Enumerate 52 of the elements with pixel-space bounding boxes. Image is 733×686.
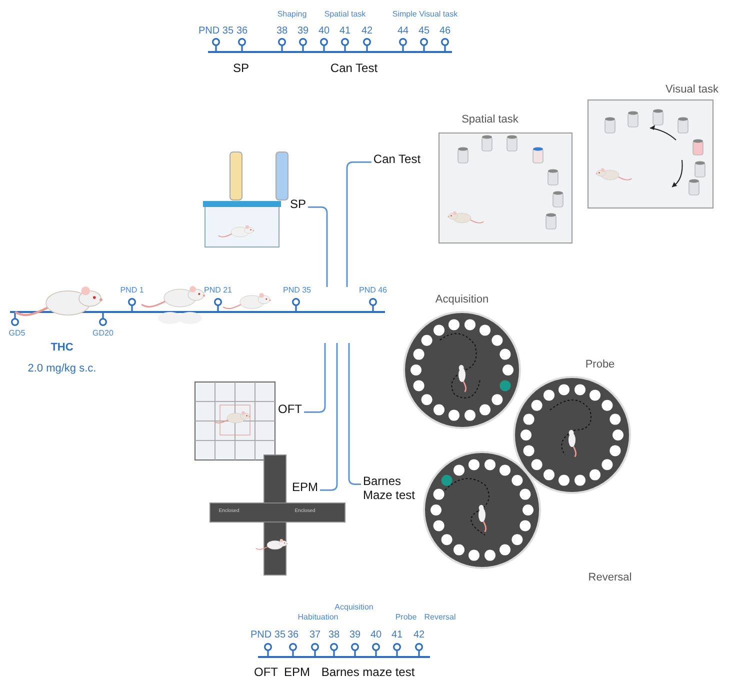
stage-label: Acquisition <box>334 602 374 612</box>
stage-label: Shaping <box>277 9 307 19</box>
timeline-tick-label: 44 <box>397 25 409 37</box>
stage-label: GD5 <box>8 328 26 338</box>
stage-label: PND 1 <box>120 285 144 295</box>
test-label: Can Test <box>373 153 421 167</box>
stage-label: Probe <box>395 612 417 622</box>
timeline-tick-label: 40 <box>318 25 330 37</box>
test-label: SP <box>290 198 306 212</box>
timeline-tick-label: 37 <box>309 629 321 641</box>
timeline-tick-label: 46 <box>439 25 451 37</box>
panel-title: Visual task <box>666 84 718 96</box>
timeline-tick-label: 45 <box>418 25 430 37</box>
timeline-tick-label: PND 35 <box>250 629 286 641</box>
timeline-tick-label: 40 <box>370 629 382 641</box>
timeline-tick-label: 42 <box>413 629 425 641</box>
panel-title: Reversal <box>588 572 632 584</box>
connector-line <box>346 161 372 287</box>
panel-title: Acquisition <box>435 294 489 306</box>
stage-label: PND 21 <box>204 285 232 295</box>
test-label: Barnes maze test <box>321 666 415 680</box>
treatment-label: THC <box>50 342 74 354</box>
connector-line <box>304 343 326 413</box>
stage-label: GD20 <box>92 328 114 338</box>
timeline-tick-label: 38 <box>276 25 288 37</box>
stage-label: PND 35 <box>283 285 311 295</box>
panel-title: Probe <box>585 358 615 372</box>
timeline-tick-label: 41 <box>339 25 351 37</box>
stage-label: Habituation <box>298 612 338 622</box>
timeline-tick-label: 41 <box>391 629 403 641</box>
timeline-tick-label: 39 <box>297 25 309 37</box>
timeline-tick-label: 36 <box>236 25 248 37</box>
dose-label: 2.0 mg/kg s.c. <box>27 362 97 376</box>
stage-label: Simple Visual task <box>392 9 458 19</box>
stage-label: Spatial task <box>324 9 366 19</box>
test-label: OFT <box>254 666 278 680</box>
test-label: SP <box>233 62 249 76</box>
panel-title: Spatial task <box>462 114 518 126</box>
timeline-tick-label: 39 <box>349 629 361 641</box>
timeline-tick-label: 38 <box>328 629 340 641</box>
test-label: Can Test <box>330 62 378 76</box>
test-label: EPM <box>292 481 318 495</box>
test-label: Barnes Maze test <box>363 475 433 503</box>
timeline-tick-label: 42 <box>361 25 373 37</box>
stage-label: Reversal <box>424 612 456 622</box>
stage-label: PND 46 <box>359 285 387 295</box>
timeline-tick-label: 36 <box>287 629 299 641</box>
timeline-tick-label: PND 35 <box>198 25 234 37</box>
test-label: OFT <box>278 403 302 417</box>
test-label: EPM <box>284 666 310 680</box>
connector-line <box>320 343 338 491</box>
connector-line <box>308 206 328 287</box>
